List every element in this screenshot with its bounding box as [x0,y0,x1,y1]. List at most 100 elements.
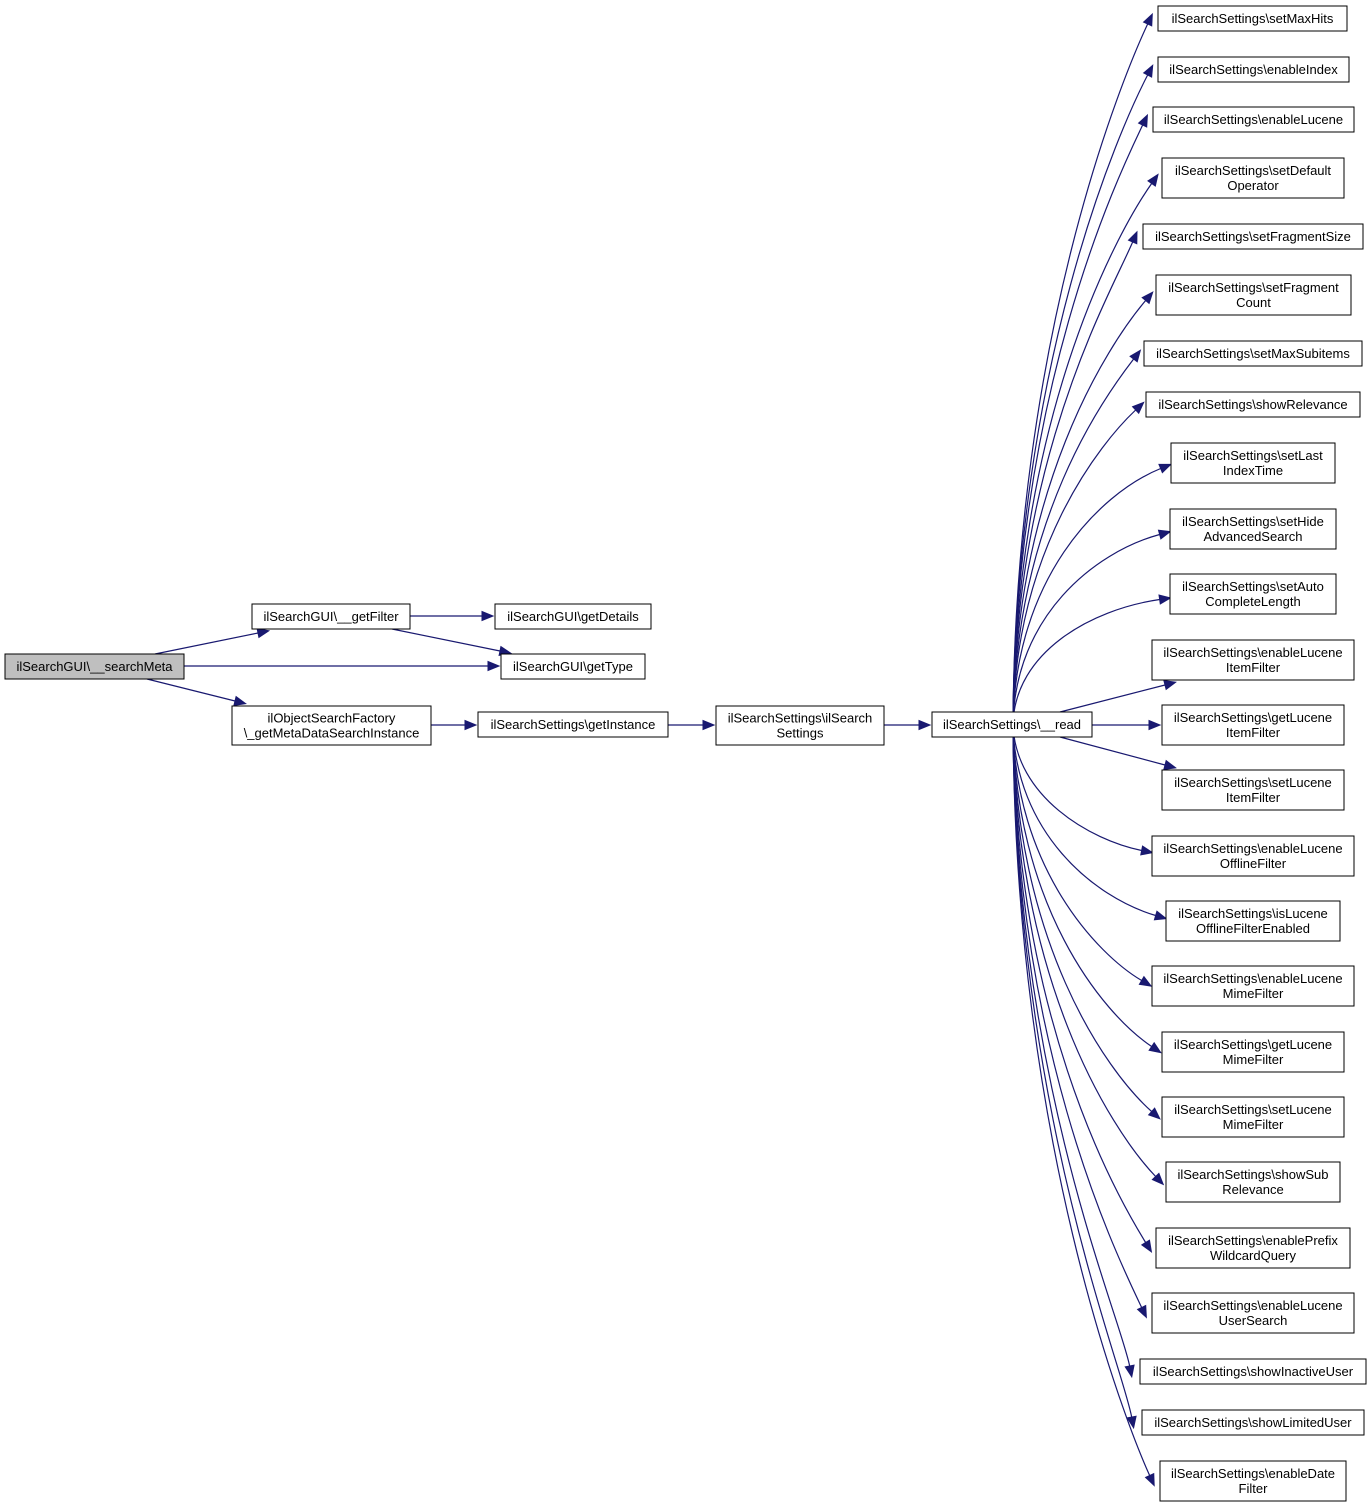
arrowhead-icon [1144,1472,1155,1487]
node-box [1141,1409,1365,1436]
arrowhead-icon [1158,594,1172,605]
edge-line [1012,723,1143,1308]
node-box [1151,1292,1355,1334]
node-getInstance[interactable]: ilSearchSettings\getInstance [477,711,669,738]
node-label: ilSearchSettings\setLucene [1174,1102,1332,1117]
arrowhead-icon [1148,1041,1162,1054]
node-label: ilSearchSettings\enableLucene [1163,645,1342,660]
edge-read-to-setAutoCompleteLength [1012,594,1172,725]
node-box [1169,573,1337,615]
edge-line [1012,409,1137,725]
arrowhead-icon [1148,719,1162,731]
node-isLuceneOfflineFilterEnabled[interactable]: ilSearchSettings\isLuceneOfflineFilterEn… [1165,900,1341,942]
edge-line [1012,598,1160,725]
edge-line [1012,241,1134,725]
edge-line [1012,723,1142,852]
node-showRelevance[interactable]: ilSearchSettings\showRelevance [1145,391,1361,418]
node-searchMeta[interactable]: ilSearchGUI\__searchMeta [4,653,185,680]
node-ctor[interactable]: ilSearchSettings\ilSearchSettings [715,705,885,746]
arrowhead-icon [1141,291,1154,305]
edge-line [391,628,501,652]
node-setMaxHits[interactable]: ilSearchSettings\setMaxHits [1157,5,1348,32]
node-getType[interactable]: ilSearchGUI\getType [500,653,646,680]
node-getMetaDataSearchInstance[interactable]: ilObjectSearchFactory\_getMetaDataSearch… [231,705,432,746]
arrowhead-icon [487,660,501,672]
node-box [500,653,646,680]
node-box [494,603,652,630]
node-label: ilSearchSettings\isLucene [1178,906,1328,921]
node-setMaxSubitems[interactable]: ilSearchSettings\setMaxSubitems [1143,340,1363,367]
node-read[interactable]: ilSearchSettings\__read [931,711,1093,738]
edge-getMetaDataSearchInstance-to-getInstance [431,719,478,731]
edge-read-to-isLuceneOfflineFilterEnabled [1012,723,1168,921]
node-label: ilSearchGUI\getDetails [507,609,639,624]
node-label: Operator [1227,178,1279,193]
node-enableIndex[interactable]: ilSearchSettings\enableIndex [1157,56,1350,83]
node-box [231,705,432,746]
arrowhead-icon [1127,230,1138,245]
edge-read-to-setLuceneMimeFilter [1012,723,1161,1120]
edge-line [1012,467,1161,725]
node-box [1161,1031,1345,1073]
node-label: ilSearchSettings\setMaxHits [1172,11,1334,26]
node-box [1161,769,1345,811]
node-label: \_getMetaDataSearchInstance [244,726,420,741]
arrowhead-icon [702,719,716,731]
node-label: ilSearchSettings\setDefault [1175,163,1331,178]
arrowhead-icon [1151,1172,1165,1186]
node-label: ilSearchSettings\setLucene [1174,775,1332,790]
node-box [1142,223,1364,250]
node-label: ilSearchSettings\enableLucene [1164,112,1343,127]
edge-read-to-enableLuceneUserSearch [1012,723,1147,1319]
node-showInactiveUser[interactable]: ilSearchSettings\showInactiveUser [1139,1358,1367,1385]
node-setFragmentSize[interactable]: ilSearchSettings\setFragmentSize [1142,223,1364,250]
node-label: ilSearchSettings\enablePrefix [1168,1233,1338,1248]
edge-read-to-enableLuceneItemFilter [1059,680,1177,713]
node-enableLuceneOfflineFilter[interactable]: ilSearchSettings\enableLuceneOfflineFilt… [1151,835,1355,877]
node-label: ilSearchGUI\getType [513,659,633,674]
node-label: MimeFilter [1223,1117,1284,1132]
nodes-layer: ilSearchGUI\__searchMeta ilSearchGUI\__ge… [4,5,1367,1502]
node-enableLucene[interactable]: ilSearchSettings\enableLucene [1152,106,1355,133]
node-box [1157,56,1350,83]
node-box [1139,1358,1367,1385]
edge-line [1012,723,1157,1177]
node-enablePrefixWildcardQuery[interactable]: ilSearchSettings\enablePrefixWildcardQue… [1155,1227,1351,1269]
arrowhead-icon [1137,113,1148,128]
edge-line [1012,533,1160,725]
arrowhead-icon [1153,910,1168,921]
arrowhead-icon [481,610,495,622]
arrowhead-icon [1140,845,1154,856]
node-label: ilSearchSettings\__read [943,717,1081,732]
arrowhead-icon [1163,759,1177,770]
node-getFilter[interactable]: ilSearchGUI\__getFilter [251,603,411,630]
edge-line [1012,723,1131,1367]
edge-read-to-enableIndex [1012,64,1154,725]
node-box [1165,1161,1341,1203]
node-box [1152,106,1355,133]
edge-getInstance-to-ctor [668,719,716,731]
node-showLimitedUser[interactable]: ilSearchSettings\showLimitedUser [1141,1409,1365,1436]
node-label: OfflineFilterEnabled [1196,921,1310,936]
edge-read-to-setMaxHits [1012,12,1153,725]
node-getDetails[interactable]: ilSearchGUI\getDetails [494,603,652,630]
node-label: Settings [777,726,824,741]
node-label: ilSearchSettings\ilSearch [728,711,873,726]
node-label: ilSearchSettings\setAuto [1182,579,1324,594]
edge-searchMeta-to-getMetaDataSearchInstance [146,678,247,706]
edge-getFilter-to-getDetails [410,610,495,622]
